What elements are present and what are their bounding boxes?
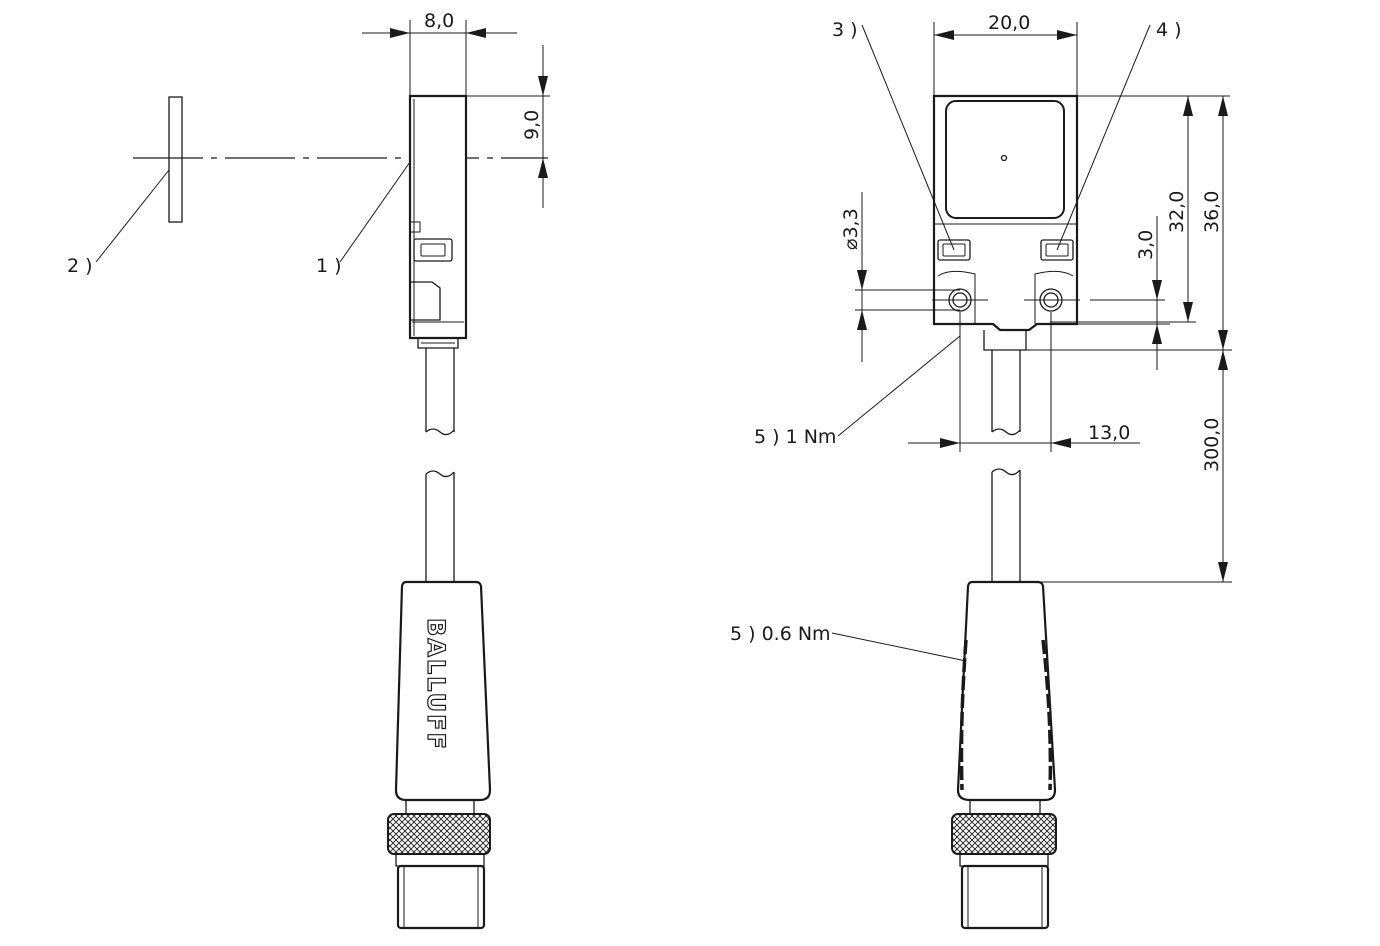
cable-side-lower <box>425 470 455 582</box>
sensor-body-side <box>408 94 468 436</box>
connector-front <box>951 580 1057 930</box>
leader-1 <box>339 161 411 263</box>
hole-offset-label: 3,0 <box>1135 230 1157 260</box>
connector-side: BALLUFF <box>387 580 492 930</box>
front-view: 20,0 ⌀3,3 3,0 32,0 <box>730 12 1232 930</box>
label-3: 3 ) <box>832 19 858 41</box>
dim-hole-spacing: 13,0 <box>908 312 1140 452</box>
dim-hole-diameter: ⌀3,3 <box>840 192 960 362</box>
dim-hole-offset: 3,0 <box>1051 216 1170 370</box>
side-width-label: 8,0 <box>424 10 454 32</box>
dim-side-width: 8,0 <box>362 10 517 96</box>
height-total-label: 36,0 <box>1201 191 1223 233</box>
dim-height-total: 36,0 <box>1000 96 1232 351</box>
leader-3 <box>861 24 955 251</box>
side-offset-label: 9,0 <box>521 110 543 140</box>
front-width-label: 20,0 <box>988 12 1030 34</box>
target-plate <box>168 96 183 223</box>
cable-length-label: 300,0 <box>1201 418 1223 472</box>
label-5b: 5 ) 0.6 Nm <box>730 623 831 645</box>
dim-height-inner: 32,0 <box>1050 95 1230 323</box>
hole-spacing-label: 13,0 <box>1088 422 1130 444</box>
leader-2 <box>95 169 170 263</box>
side-view: 8,0 9,0 1 ) 2 ) BALLUFF <box>67 10 550 930</box>
cable-front-lower <box>991 468 1021 582</box>
dim-cable-length: 300,0 <box>1020 350 1232 583</box>
label-4: 4 ) <box>1156 19 1182 41</box>
label-5a: 5 ) 1 Nm <box>754 426 836 448</box>
dim-side-offset: 9,0 <box>466 45 550 208</box>
hole-diameter-label: ⌀3,3 <box>840 208 862 250</box>
height-inner-label: 32,0 <box>1166 191 1188 233</box>
leader-5a <box>837 335 961 437</box>
label-2: 2 ) <box>67 255 93 277</box>
leader-5b <box>831 632 986 666</box>
leader-4 <box>1056 24 1151 251</box>
sensor-body-front <box>932 94 1079 436</box>
brand-logo: BALLUFF <box>422 618 450 751</box>
label-1: 1 ) <box>316 255 342 277</box>
dim-front-width: 20,0 <box>933 12 1078 96</box>
